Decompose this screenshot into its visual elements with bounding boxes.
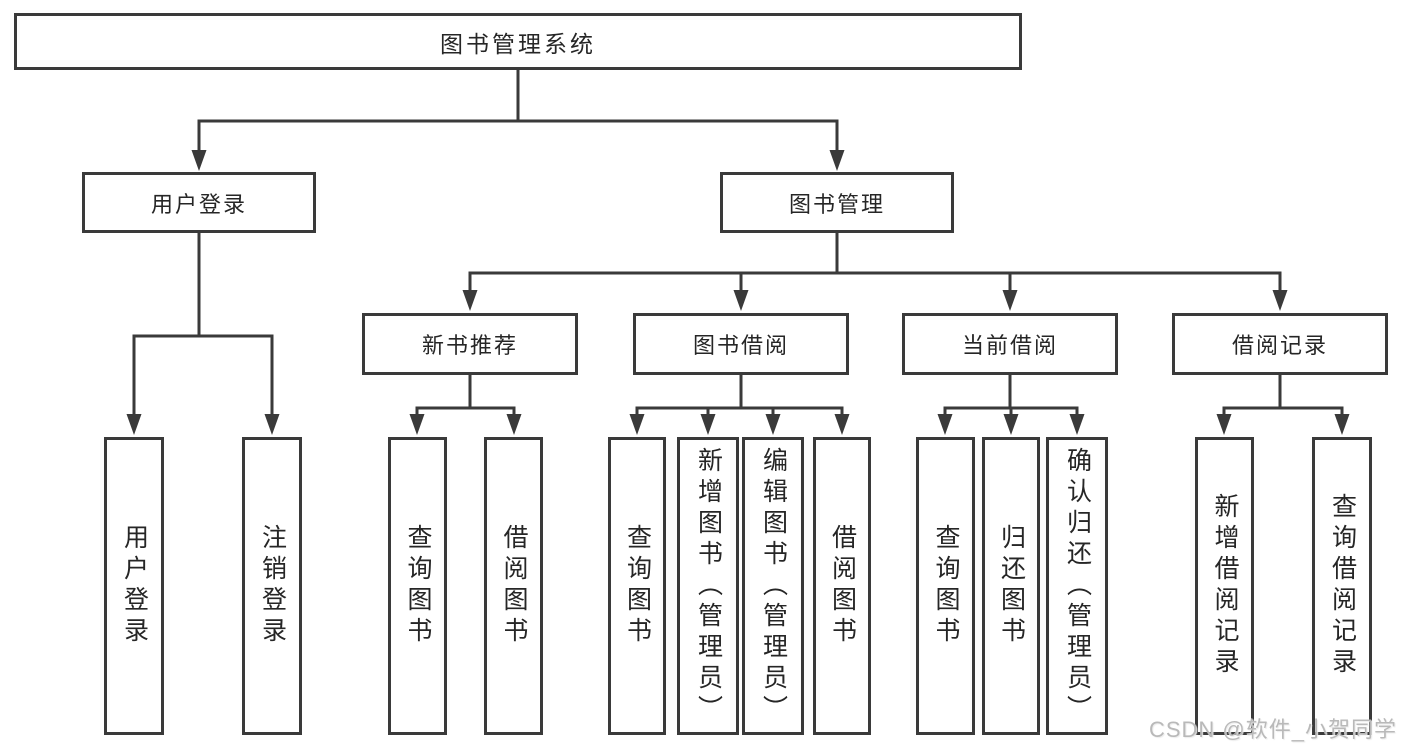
connector-root-to-level1 [197, 69, 839, 152]
leaf-confirm-return-admin: 确认归还（管理员） [1046, 437, 1108, 735]
node-new-book-recommend: 新书推荐 [362, 313, 578, 375]
arrowheads-user-login-children [126, 414, 280, 435]
leaf-query-books-borrow: 查询图书 [608, 437, 666, 735]
leaf-query-books-current: 查询图书 [916, 437, 975, 735]
node-library-system-label: 图书管理系统 [440, 30, 596, 57]
connector-user-login-children [132, 232, 274, 416]
node-user-login-label: 用户登录 [150, 191, 247, 217]
leaf-borrow-books-label: 借阅图书 [828, 524, 857, 648]
connector-borrow-records-children [1222, 374, 1344, 416]
node-book-management-label: 图书管理 [788, 191, 885, 217]
node-book-borrow: 图书借阅 [633, 313, 849, 375]
node-current-borrow-label: 当前借阅 [961, 333, 1058, 358]
leaf-return-book: 归还图书 [982, 437, 1040, 735]
connector-book-borrow-children [635, 374, 844, 416]
leaf-user-login-label: 用户登录 [120, 524, 149, 648]
leaf-logout-label: 注销登录 [258, 524, 287, 648]
connector-current-borrow-children [943, 374, 1079, 416]
leaf-add-borrow-record-label: 新增借阅记录 [1211, 493, 1239, 679]
leaf-return-book-label: 归还图书 [997, 524, 1026, 648]
leaf-add-borrow-record: 新增借阅记录 [1195, 437, 1254, 735]
leaf-add-book-admin: 新增图书（管理员） [677, 437, 739, 735]
leaf-user-login: 用户登录 [104, 437, 164, 735]
leaf-borrow-books-recommend-label: 借阅图书 [500, 524, 528, 648]
node-current-borrow: 当前借阅 [902, 313, 1118, 375]
node-borrow-records: 借阅记录 [1172, 313, 1388, 375]
arrowheads-borrow-records-children [1216, 414, 1350, 435]
node-book-management: 图书管理 [720, 172, 954, 233]
leaf-borrow-books: 借阅图书 [813, 437, 871, 735]
arrowheads-book-borrow-children [629, 414, 850, 435]
leaf-add-book-admin-label: 新增图书（管理员） [694, 446, 723, 726]
node-library-system: 图书管理系统 [14, 13, 1022, 70]
node-book-borrow-label: 图书借阅 [692, 333, 789, 358]
leaf-logout: 注销登录 [242, 437, 302, 735]
leaf-confirm-return-admin-label: 确认归还（管理员） [1063, 446, 1092, 726]
leaf-query-books-recommend-label: 查询图书 [404, 524, 432, 648]
arrowheads-book-management-children [462, 290, 1288, 311]
leaf-edit-book-admin-label: 编辑图书（管理员） [759, 446, 788, 726]
leaf-edit-book-admin: 编辑图书（管理员） [742, 437, 804, 735]
node-new-book-recommend-label: 新书推荐 [421, 333, 518, 358]
node-user-login: 用户登录 [82, 172, 316, 233]
leaf-query-borrow-record: 查询借阅记录 [1312, 437, 1372, 735]
connector-new-book-recommend-children [415, 374, 516, 416]
connector-book-management-children [468, 232, 1282, 292]
leaf-query-books-borrow-label: 查询图书 [623, 524, 652, 648]
arrowheads-current-borrow-children [937, 414, 1085, 435]
leaf-query-borrow-record-label: 查询借阅记录 [1328, 493, 1357, 679]
leaf-borrow-books-recommend: 借阅图书 [484, 437, 543, 735]
leaf-query-books-recommend: 查询图书 [388, 437, 447, 735]
leaf-query-books-current-label: 查询图书 [932, 524, 960, 648]
arrowheads-new-book-recommend-children [409, 414, 522, 435]
arrowheads-root-to-level1 [191, 150, 845, 171]
node-borrow-records-label: 借阅记录 [1231, 333, 1328, 358]
